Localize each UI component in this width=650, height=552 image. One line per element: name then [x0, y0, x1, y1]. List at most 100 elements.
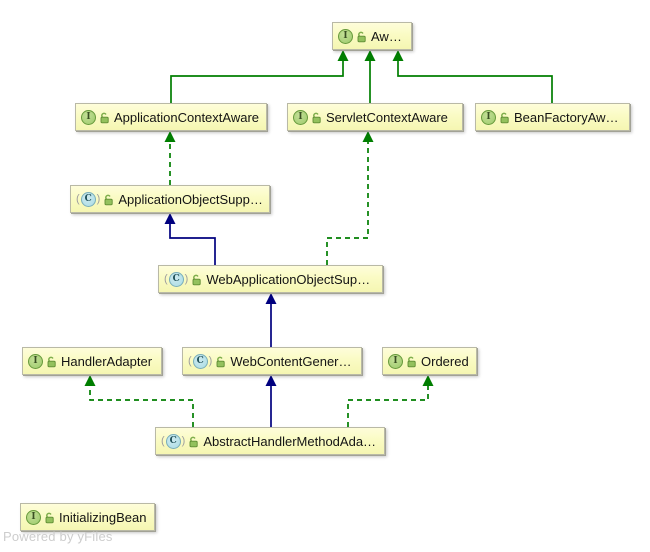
node-label: ApplicationObjectSupport	[118, 191, 263, 207]
node-servlet-context-aware[interactable]: I ServletContextAware	[287, 103, 463, 131]
interface-icon: I	[293, 109, 308, 125]
lock-icon	[215, 355, 226, 368]
arrowhead	[362, 131, 374, 142]
type-icons: (C)	[76, 191, 114, 207]
node-label: Ordered	[421, 353, 469, 369]
open-lock-glyph	[100, 112, 109, 123]
arrowhead	[364, 50, 376, 61]
lock-icon	[499, 111, 510, 124]
node-label: ApplicationContextAware	[114, 109, 260, 125]
edge-abstract-handler-method-adapter-to-handler-adapter	[84, 375, 194, 427]
open-lock-glyph	[312, 112, 321, 123]
class-icon: C	[165, 433, 181, 449]
abstract-class-icon: (C)	[164, 271, 189, 287]
interface-icon: I	[481, 109, 496, 125]
yfiles-watermark: Powered by yFiles	[3, 529, 113, 544]
class-icon: C	[168, 271, 184, 287]
node-bean-factory-aware[interactable]: I BeanFactoryAware	[475, 103, 630, 131]
open-lock-glyph	[104, 194, 113, 205]
node-ordered[interactable]: I Ordered	[382, 347, 477, 375]
edge-servlet-context-aware-to-aware	[364, 50, 376, 103]
edge-abstract-handler-method-adapter-to-ordered	[347, 375, 434, 427]
lock-icon	[44, 511, 55, 524]
type-icons: I	[293, 109, 322, 125]
interface-icon: I	[338, 28, 353, 44]
lock-icon	[188, 435, 199, 448]
abstract-class-icon: (C)	[188, 353, 213, 369]
paren-right: )	[181, 434, 186, 447]
node-aware[interactable]: I Aware	[332, 22, 412, 50]
type-icons: (C)	[164, 271, 202, 287]
node-web-content-generator[interactable]: (C) WebContentGenerator	[182, 347, 362, 375]
lock-icon	[99, 111, 110, 124]
edge-web-application-object-support-to-application-object-support	[164, 213, 216, 265]
arrowhead	[164, 131, 176, 142]
open-lock-glyph	[47, 356, 56, 367]
edge-application-context-aware-to-aware	[170, 50, 349, 103]
open-lock-glyph	[500, 112, 509, 123]
type-icons: I	[338, 28, 367, 44]
arrowhead	[337, 50, 349, 61]
node-label: InitializingBean	[59, 509, 147, 525]
interface-icon: I	[388, 353, 403, 369]
edge-web-content-generator-to-web-application-object-support	[265, 293, 277, 347]
edge-application-object-support-to-application-context-aware	[164, 131, 176, 185]
interface-icon: I	[28, 353, 43, 369]
node-label: BeanFactoryAware	[514, 109, 623, 125]
open-lock-glyph	[192, 274, 201, 285]
lock-icon	[311, 111, 322, 124]
node-label: AbstractHandlerMethodAdapter	[203, 433, 378, 449]
node-web-application-object-support[interactable]: (C) WebApplicationObjectSupport	[158, 265, 383, 293]
lock-icon	[103, 193, 114, 206]
paren-right: )	[184, 272, 189, 285]
interface-icon: I	[26, 509, 41, 525]
paren-left: (	[161, 434, 165, 447]
class-icon: C	[80, 191, 96, 207]
paren-right: )	[96, 192, 101, 205]
open-lock-glyph	[407, 356, 416, 367]
node-application-object-support[interactable]: (C) ApplicationObjectSupport	[70, 185, 270, 213]
lock-icon	[406, 355, 417, 368]
arrowhead	[164, 213, 176, 224]
type-icons: I	[28, 353, 57, 369]
open-lock-glyph	[357, 31, 366, 42]
open-lock-glyph	[189, 436, 198, 447]
lock-icon	[356, 30, 367, 43]
type-icons: I	[81, 109, 110, 125]
node-abstract-handler-method-adapter[interactable]: (C) AbstractHandlerMethodAdapter	[155, 427, 385, 455]
node-initializing-bean[interactable]: I InitializingBean	[20, 503, 155, 531]
node-label: Aware	[371, 28, 405, 44]
type-icons: (C)	[161, 433, 199, 449]
edge-abstract-handler-method-adapter-to-web-content-generator	[265, 375, 277, 427]
type-icons: I	[481, 109, 510, 125]
node-handler-adapter[interactable]: I HandlerAdapter	[22, 347, 162, 375]
abstract-class-icon: (C)	[161, 433, 186, 449]
type-icons: I	[388, 353, 417, 369]
arrowhead	[392, 50, 404, 61]
node-application-context-aware[interactable]: I ApplicationContextAware	[75, 103, 267, 131]
paren-left: (	[164, 272, 168, 285]
arrowhead	[422, 375, 434, 386]
node-label: ServletContextAware	[326, 109, 448, 125]
class-icon: C	[192, 353, 208, 369]
abstract-class-icon: (C)	[76, 191, 101, 207]
paren-right: )	[208, 354, 213, 367]
open-lock-glyph	[45, 512, 54, 523]
edge-bean-factory-aware-to-aware	[392, 50, 553, 103]
arrowhead	[265, 293, 277, 304]
interface-icon: I	[81, 109, 96, 125]
node-label: HandlerAdapter	[61, 353, 153, 369]
paren-left: (	[76, 192, 80, 205]
node-label: WebContentGenerator	[230, 353, 355, 369]
paren-left: (	[188, 354, 192, 367]
lock-icon	[46, 355, 57, 368]
arrowhead	[84, 375, 96, 386]
open-lock-glyph	[216, 356, 225, 367]
type-icons: (C)	[188, 353, 226, 369]
lock-icon	[191, 273, 202, 286]
arrowhead	[265, 375, 277, 386]
edge-web-application-object-support-to-servlet-context-aware	[326, 131, 374, 265]
type-icons: I	[26, 509, 55, 525]
